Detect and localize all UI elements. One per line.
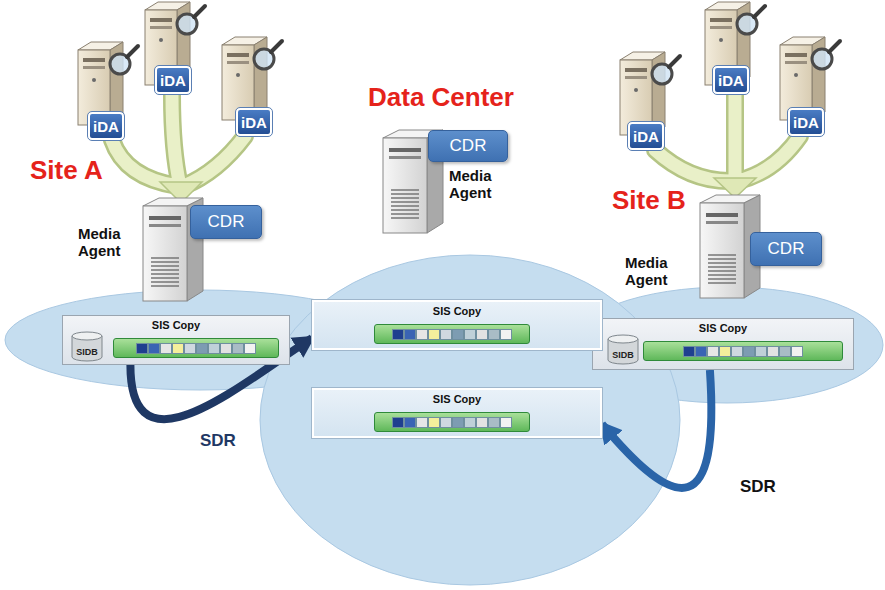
data-bar — [374, 324, 530, 344]
data-block — [160, 343, 172, 354]
data-block — [743, 346, 755, 357]
data-block — [232, 343, 244, 354]
box-label: CDR — [208, 212, 245, 232]
sis-copy-box: SIS CopySIDB — [592, 318, 854, 370]
data-block — [755, 346, 767, 357]
agent-badge: iDA — [236, 108, 272, 136]
data-block — [196, 343, 208, 354]
agent-badge: iDA — [713, 66, 749, 94]
box-label: iDA — [93, 118, 119, 135]
data-block — [416, 329, 428, 340]
sis-copy-box: SIS Copy — [312, 300, 602, 350]
data-bar — [113, 338, 279, 358]
sidb-database: SIDB — [607, 333, 639, 365]
data-block — [428, 329, 440, 340]
cdr-box: CDR — [428, 130, 508, 162]
box-label: CDR — [450, 136, 487, 156]
box-label: iDA — [718, 72, 744, 89]
data-block — [791, 346, 803, 357]
data-block — [488, 417, 500, 428]
data-block — [500, 417, 512, 428]
box-label: iDA — [633, 128, 659, 145]
data-center-zone — [260, 255, 680, 585]
data-block — [488, 329, 500, 340]
sis-copy-box: SIS Copy — [312, 388, 602, 438]
data-block — [416, 417, 428, 428]
data-block — [440, 329, 452, 340]
data-block — [452, 329, 464, 340]
box-label: iDA — [241, 114, 267, 131]
media-agent-label: Media Agent — [78, 226, 140, 259]
data-block — [683, 346, 695, 357]
data-block — [452, 417, 464, 428]
data-block — [719, 346, 731, 357]
data-block — [731, 346, 743, 357]
data-block — [464, 329, 476, 340]
data-block — [220, 343, 232, 354]
cdr-box: CDR — [190, 205, 262, 239]
media-agent-label: Media Agent — [449, 168, 511, 201]
box-label: iDA — [160, 72, 186, 89]
edge-label: SDR — [200, 432, 236, 451]
media-agent-label: Media Agent — [625, 255, 687, 288]
data-block — [779, 346, 791, 357]
backup-flow-b — [655, 94, 800, 198]
site-label: Data Center — [368, 83, 514, 112]
agent-badge: iDA — [88, 112, 124, 140]
box-title: SIS Copy — [433, 305, 481, 317]
agent-badge: iDA — [628, 122, 664, 150]
agent-badge: iDA — [155, 66, 191, 94]
site-label: Site B — [612, 186, 686, 215]
sdr-arrow — [602, 370, 711, 488]
box-title: SIS Copy — [152, 319, 200, 331]
data-block — [392, 329, 404, 340]
edge-label: SDR — [740, 478, 776, 497]
box-title: SIS Copy — [433, 393, 481, 405]
data-bar — [643, 341, 843, 361]
data-bar — [374, 412, 530, 432]
data-block — [148, 343, 160, 354]
data-block — [136, 343, 148, 354]
data-block — [172, 343, 184, 354]
box-label: SIDB — [76, 347, 98, 357]
data-block — [184, 343, 196, 354]
data-block — [476, 417, 488, 428]
box-title: SIS Copy — [699, 322, 747, 334]
data-block — [500, 329, 512, 340]
cylinder-outline — [71, 330, 103, 362]
cylinder-outline — [607, 333, 639, 365]
data-block — [476, 329, 488, 340]
data-block — [428, 417, 440, 428]
sis-copy-box: SIS CopySIDB — [62, 315, 290, 365]
box-label: CDR — [768, 239, 805, 259]
data-block — [440, 417, 452, 428]
box-label: iDA — [793, 114, 819, 131]
cdr-box: CDR — [750, 232, 822, 266]
site-label: Site A — [30, 156, 103, 185]
data-block — [464, 417, 476, 428]
data-block — [404, 329, 416, 340]
sidb-database: SIDB — [71, 330, 103, 362]
data-block — [244, 343, 256, 354]
data-block — [695, 346, 707, 357]
data-block — [404, 417, 416, 428]
agent-badge: iDA — [788, 108, 824, 136]
data-block — [392, 417, 404, 428]
data-block — [767, 346, 779, 357]
data-block — [208, 343, 220, 354]
data-block — [707, 346, 719, 357]
box-label: SIDB — [612, 350, 634, 360]
